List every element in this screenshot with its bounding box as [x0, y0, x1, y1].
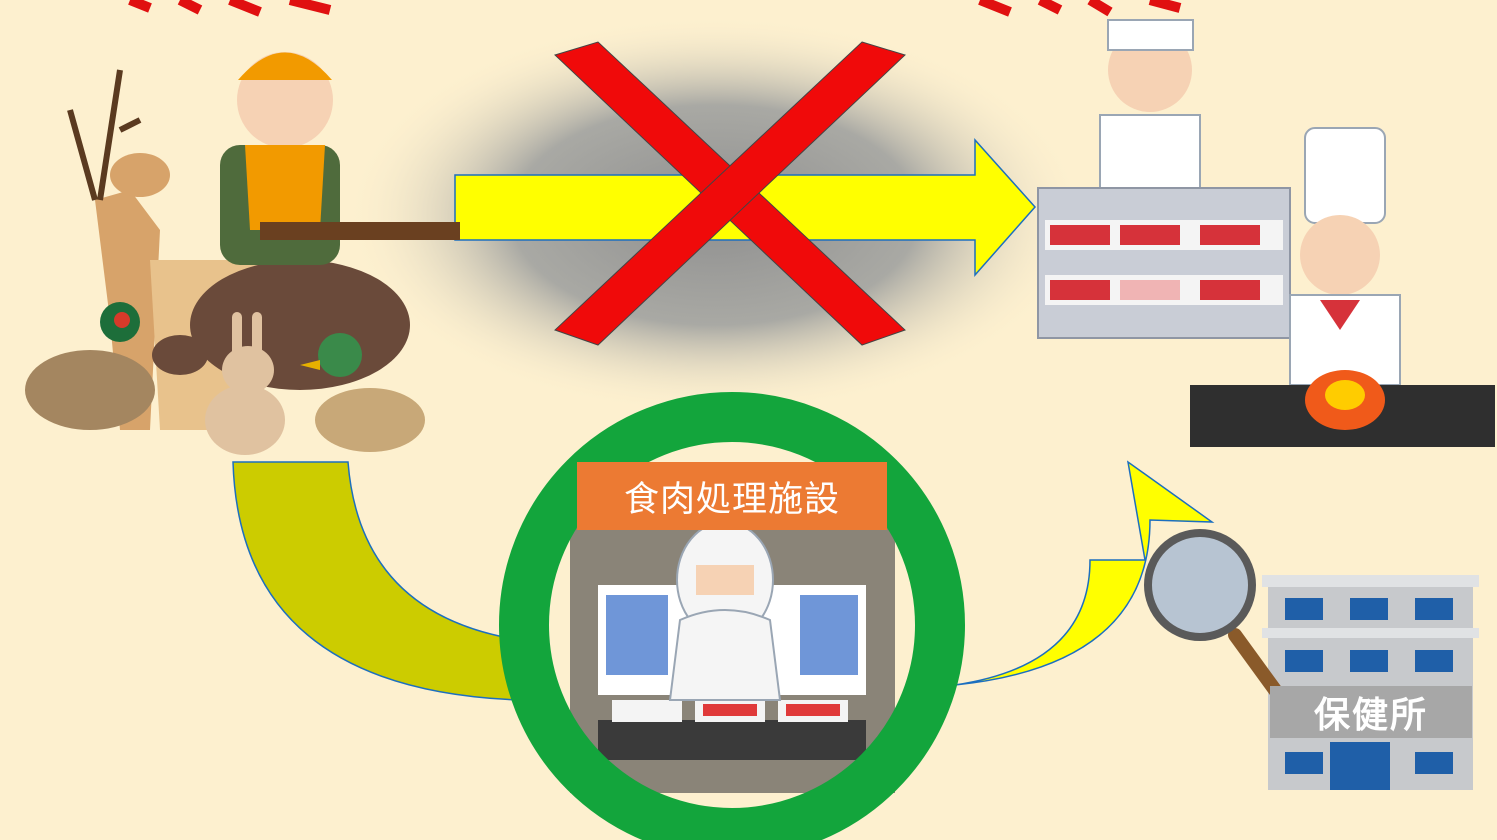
red-x-icon — [554, 41, 906, 346]
green-circle-icon — [499, 392, 965, 840]
facility-illustration — [570, 521, 895, 793]
facility-label: 食肉処理施設 — [577, 462, 887, 530]
curved-arrow-to-shop — [954, 460, 1215, 686]
hunter-and-animals — [25, 52, 460, 455]
shop-and-chefs — [1037, 19, 1495, 447]
curved-arrow-to-facility — [232, 461, 521, 701]
magnifier-icon — [1144, 529, 1282, 697]
health-center-building — [1262, 575, 1479, 790]
title-remnant — [128, 0, 1182, 17]
health-center-label: 保健所 — [1270, 686, 1472, 738]
